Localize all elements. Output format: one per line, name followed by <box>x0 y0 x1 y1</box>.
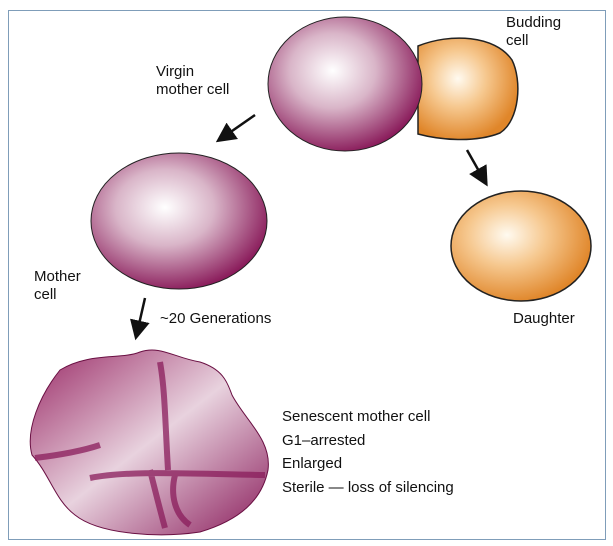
mother-cell <box>90 152 268 290</box>
label-virgin-mother-cell: Virgin mother cell <box>156 63 229 99</box>
label-budding-cell: Budding cell <box>506 14 561 50</box>
arrow-to-daughter <box>465 149 488 187</box>
label-line: mother cell <box>156 81 230 98</box>
budding-daughter-cell <box>417 37 519 141</box>
label-line: Budding <box>506 14 562 31</box>
label-line: Sterile — loss of silencing <box>282 478 454 496</box>
label-line: Enlarged <box>282 455 343 472</box>
label-senescent: Senescent mother cell G1–arrested Enlarg… <box>282 405 454 499</box>
label-line: G1–arrested <box>282 431 366 449</box>
virgin-mother-cell <box>267 16 423 152</box>
label-daughter: Daughter <box>513 310 575 327</box>
label-mother-cell: Mother cell <box>34 268 81 304</box>
label-generations: ~20 Generations <box>160 310 272 327</box>
label-line: Virgin <box>156 63 195 80</box>
arrow-to-senescent <box>130 297 150 341</box>
label-line: Mother <box>34 268 81 285</box>
arrow-to-mother <box>215 113 256 143</box>
daughter-cell <box>450 190 592 302</box>
figure-frame <box>8 10 606 540</box>
senescent-mother-cell <box>29 349 269 536</box>
label-line: cell <box>34 286 57 303</box>
label-line: cell <box>506 32 529 49</box>
label-line: Senescent mother cell <box>282 408 431 425</box>
